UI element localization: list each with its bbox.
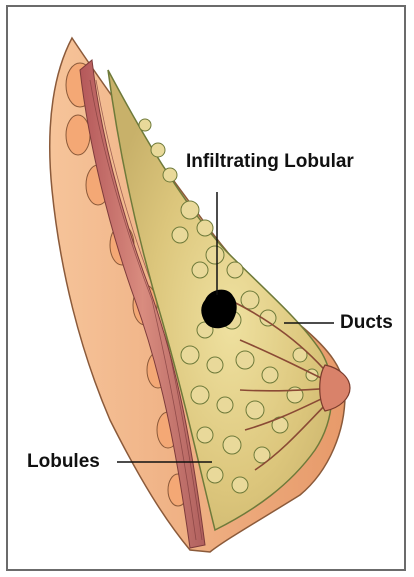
label-ducts: Ducts xyxy=(340,313,393,332)
label-infiltrating-lobular: Infiltrating Lobular xyxy=(186,152,354,171)
label-lobules: Lobules xyxy=(27,452,100,471)
nipple xyxy=(320,365,350,411)
